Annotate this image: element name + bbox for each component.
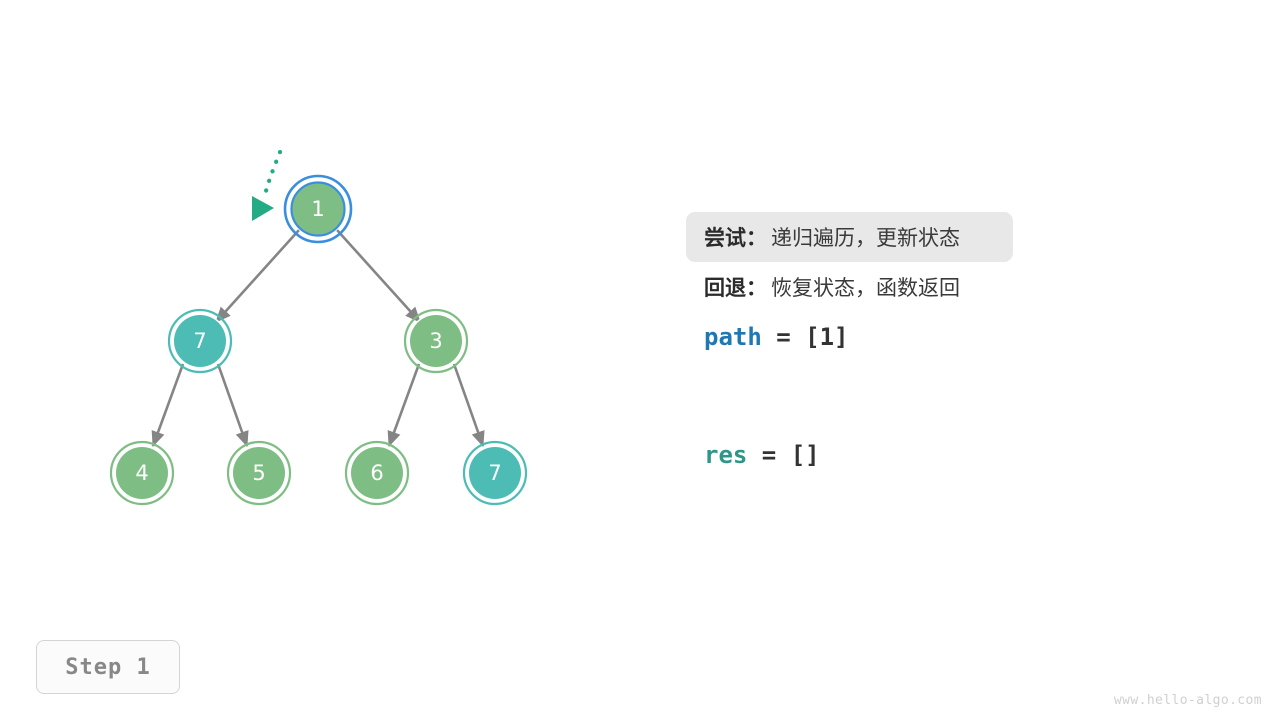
recursion-pointer-icon [252, 149, 283, 221]
res-variable-name: res [704, 441, 748, 469]
tree-node-6-label: 6 [370, 461, 383, 485]
res-variable-value: = [] [747, 441, 820, 469]
path-variable-row: path = [1] [686, 312, 1246, 362]
tree-node-6[interactable]: 6 [344, 440, 410, 506]
binary-tree-diagram: 1 7 3 4 [109, 149, 528, 506]
res-variable-row: res = [] [686, 430, 1246, 480]
edge-7-to-5 [216, 363, 249, 447]
path-variable-value: = [1] [761, 323, 849, 351]
edge-3-to-7 [452, 363, 485, 447]
tree-nodes: 1 7 3 4 [109, 174, 528, 506]
tree-node-7-right[interactable]: 7 [462, 440, 528, 506]
edge-3-to-6 [387, 363, 421, 447]
watermark: www.hello-algo.com [1113, 693, 1262, 708]
tree-node-4[interactable]: 4 [109, 440, 175, 506]
edge-1-to-7 [215, 229, 300, 323]
tree-node-3-label: 3 [429, 329, 442, 353]
annotation-backtrack-text: 恢复状态，函数返回 [771, 276, 960, 300]
annotation-backtrack-row: 回退： 恢复状态，函数返回 [686, 262, 1246, 312]
tree-node-7-left-label: 7 [193, 329, 206, 353]
tree-node-1[interactable]: 1 [283, 174, 353, 244]
tree-node-7-right-label: 7 [488, 461, 501, 485]
tree-node-7-left[interactable]: 7 [167, 308, 233, 374]
annotation-try-label: 尝试： [704, 226, 767, 250]
step-badge: Step 1 [36, 640, 180, 694]
annotation-try-text: 递归遍历，更新状态 [771, 226, 960, 250]
annotation-panel: 尝试： 递归遍历，更新状态 回退： 恢复状态，函数返回 path = [1] r… [686, 212, 1246, 480]
edge-7-to-4 [151, 363, 185, 447]
tree-node-1-label: 1 [311, 197, 324, 221]
code-spacer [686, 362, 1246, 430]
tree-edges [151, 229, 485, 447]
tree-node-4-label: 4 [135, 461, 148, 485]
tree-node-3[interactable]: 3 [403, 308, 469, 374]
annotation-try-row: 尝试： 递归遍历，更新状态 [686, 212, 1013, 262]
path-variable-name: path [704, 323, 762, 351]
annotation-backtrack-label: 回退： [704, 276, 767, 300]
tree-svg: 1 7 3 4 [109, 149, 528, 506]
tree-node-5-label: 5 [252, 461, 265, 485]
tree-node-5[interactable]: 5 [226, 440, 292, 506]
edge-1-to-3 [336, 229, 421, 323]
